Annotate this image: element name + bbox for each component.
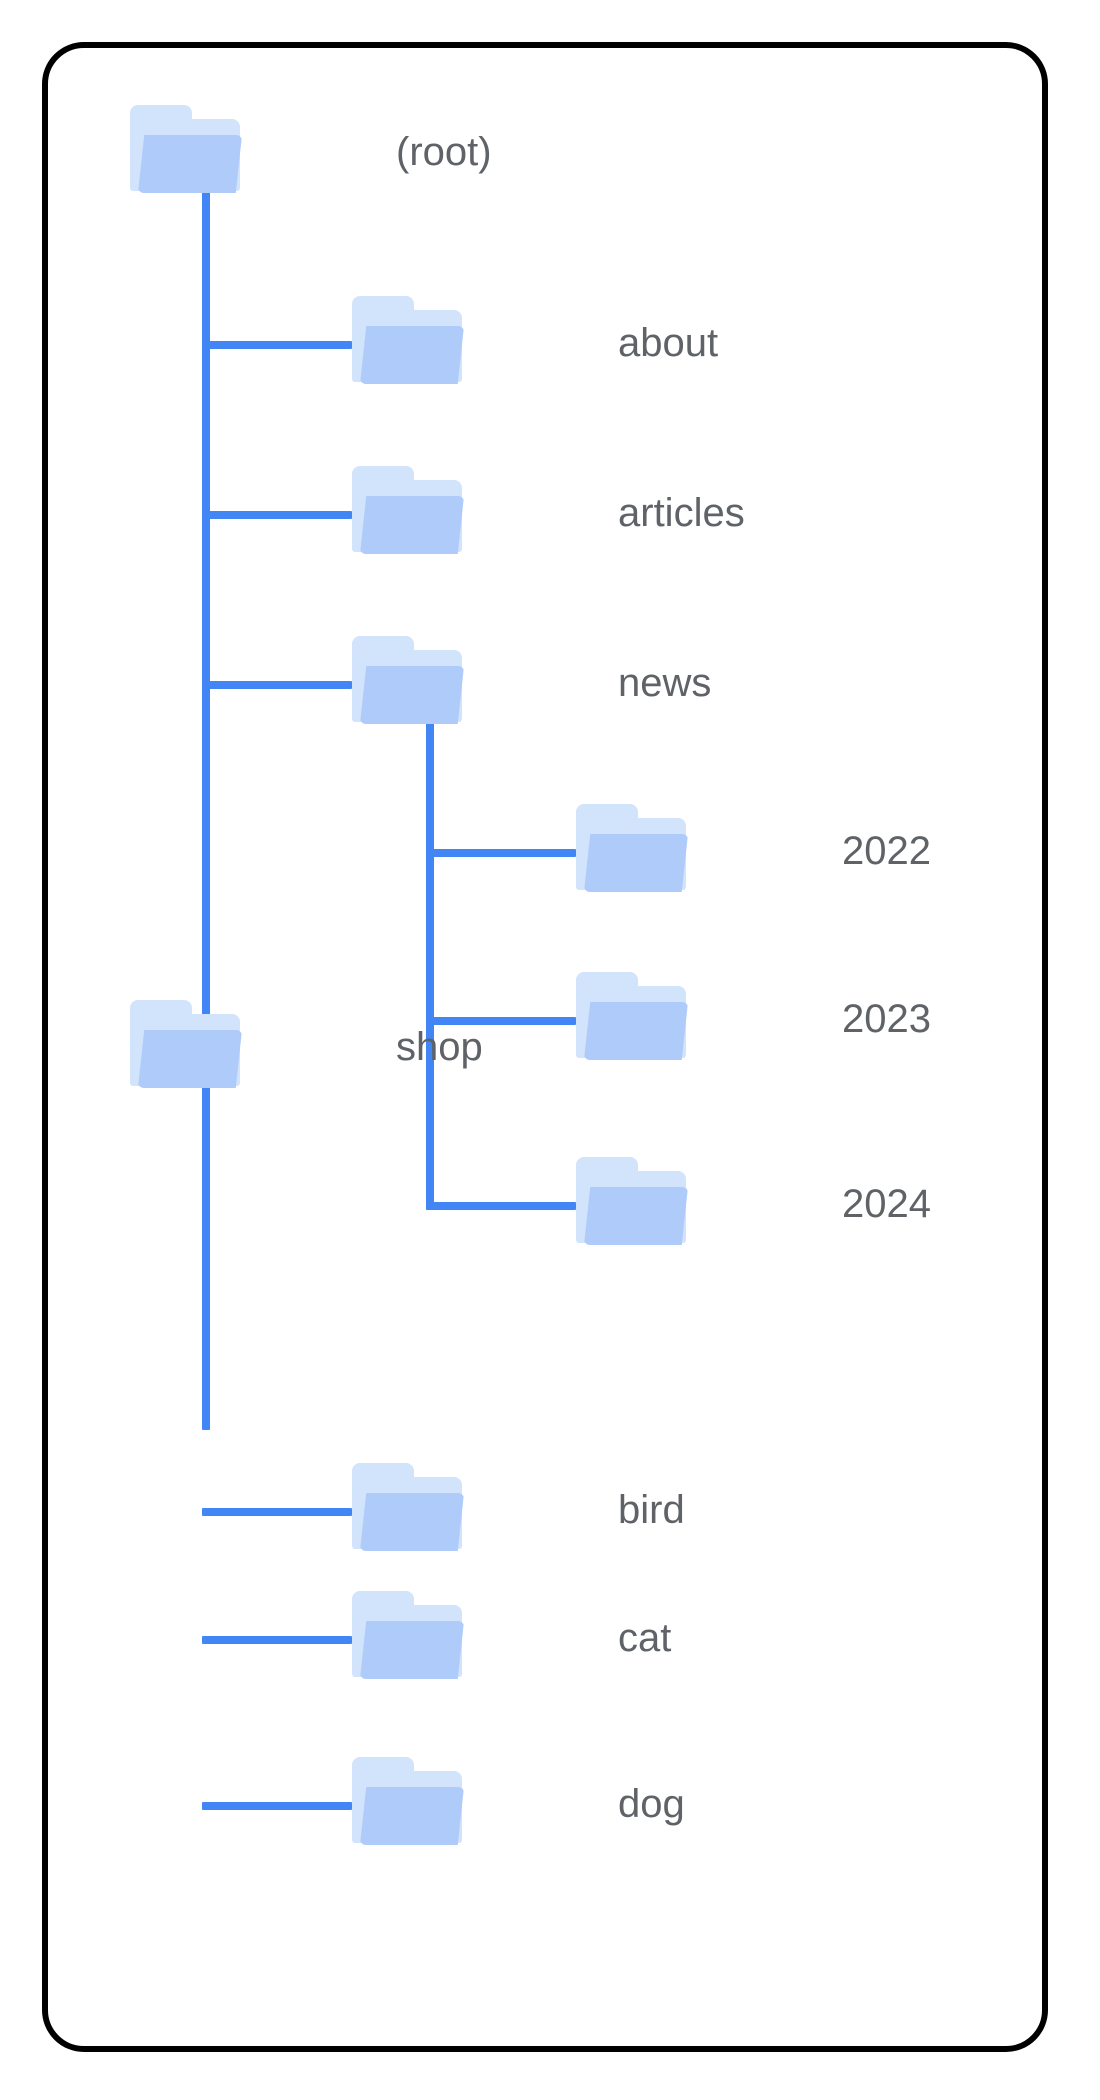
tree-node-label: shop xyxy=(396,1025,483,1069)
tree-node-2024[interactable]: 2024 xyxy=(576,1157,931,1251)
tree-node-label: 2022 xyxy=(842,829,931,873)
folder-icon xyxy=(352,1757,476,1851)
folder-icon xyxy=(576,1157,700,1251)
connector-root-articles xyxy=(202,511,352,519)
tree-node-bird[interactable]: bird xyxy=(352,1463,685,1557)
connector-news-2022 xyxy=(426,849,576,857)
tree-node-label: 2023 xyxy=(842,997,931,1041)
tree-node-shop[interactable]: shop xyxy=(130,1000,483,1094)
folder-icon xyxy=(352,466,476,560)
tree-node-label: (root) xyxy=(396,130,492,174)
trunk-line-root xyxy=(202,150,210,1430)
folder-icon xyxy=(352,636,476,730)
connector-root-news xyxy=(202,681,352,689)
connector-root-about xyxy=(202,341,352,349)
folder-icon xyxy=(576,804,700,898)
folder-icon xyxy=(352,1591,476,1685)
folder-icon xyxy=(352,296,476,390)
connector-shop-dog xyxy=(202,1802,352,1810)
folder-icon xyxy=(130,1000,254,1094)
tree-node-label: cat xyxy=(618,1616,672,1660)
tree-node-label: about xyxy=(618,321,719,365)
folder-icon xyxy=(352,1463,476,1557)
connector-news-2023 xyxy=(426,1017,576,1025)
tree-node-root[interactable]: (root) xyxy=(130,105,492,199)
tree-node-news[interactable]: news xyxy=(352,636,711,730)
tree-node-label: news xyxy=(618,661,712,705)
tree-node-label: dog xyxy=(618,1782,685,1826)
tree-node-label: bird xyxy=(618,1488,685,1532)
trunk-line-news xyxy=(426,690,434,1210)
folder-icon xyxy=(130,105,254,199)
folder-icon xyxy=(576,972,700,1066)
tree-node-about[interactable]: about xyxy=(352,296,718,390)
tree-node-cat[interactable]: cat xyxy=(352,1591,671,1685)
connector-shop-bird xyxy=(202,1508,352,1516)
tree-node-label: 2024 xyxy=(842,1182,931,1226)
tree-node-label: articles xyxy=(618,491,745,535)
connector-news-2024 xyxy=(426,1202,576,1210)
connector-shop-cat xyxy=(202,1636,352,1644)
tree-node-articles[interactable]: articles xyxy=(352,466,745,560)
tree-node-2023[interactable]: 2023 xyxy=(576,972,931,1066)
tree-node-2022[interactable]: 2022 xyxy=(576,804,931,898)
tree-node-dog[interactable]: dog xyxy=(352,1757,685,1851)
